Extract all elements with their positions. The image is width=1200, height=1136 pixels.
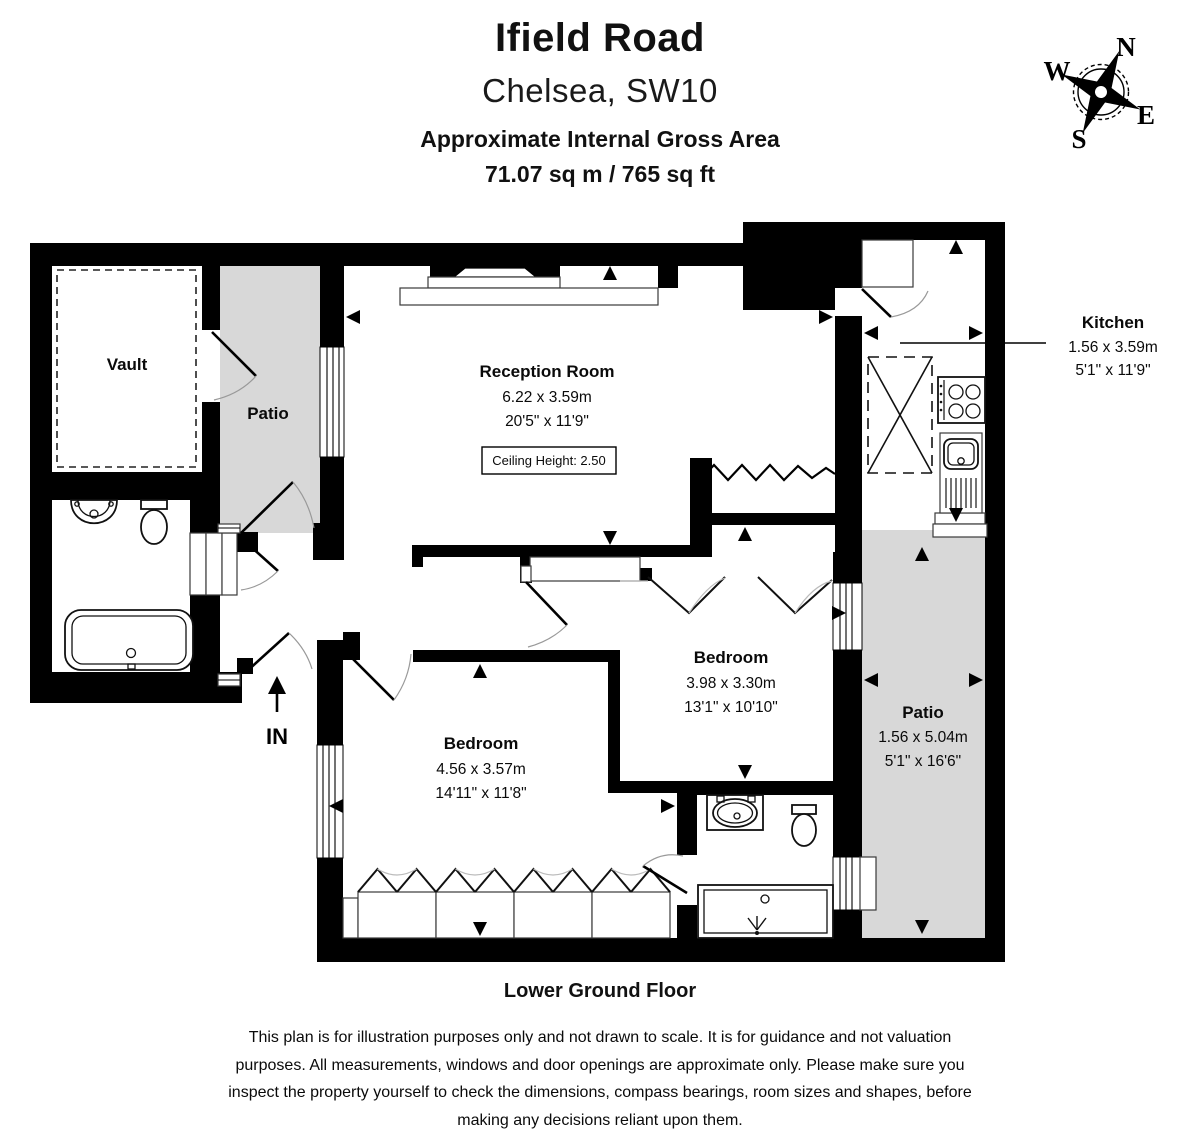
vault-label: Vault [107, 355, 148, 374]
door-entrance [245, 632, 313, 673]
wardrobe-bedroom-left [357, 867, 671, 939]
kitchen-label: Kitchen [1082, 313, 1144, 332]
measure-arrow [949, 240, 963, 254]
entrance-arrow-icon [268, 676, 286, 694]
measure-arrow [738, 527, 752, 541]
compass-e: E [1137, 100, 1155, 130]
door-hall-bedroom-right [525, 581, 568, 648]
shower-tray [697, 884, 834, 939]
measure-arrow [864, 673, 878, 687]
reception-label: Reception Room [479, 362, 614, 381]
floor-name: Lower Ground Floor [503, 980, 697, 1002]
entrance-label: IN [266, 724, 288, 749]
door-patio-hall [240, 481, 315, 534]
bedroom-left-label: Bedroom [444, 734, 519, 753]
measure-arrow [473, 664, 487, 678]
bedroom-left-metric: 4.56 x 3.57m [436, 761, 526, 778]
window-shower-room [832, 856, 877, 911]
bathroom-sink [70, 499, 118, 524]
shower-toilet [791, 804, 817, 847]
patio-right-label: Patio [902, 703, 944, 722]
measurement-arrows [329, 240, 983, 936]
disclaimer: This plan is for illustration purposes o… [228, 1029, 972, 1129]
measure-arrow [949, 508, 963, 522]
windows [316, 346, 877, 911]
kitchen-sink [939, 432, 983, 514]
measure-arrow [603, 266, 617, 280]
measure-arrow [661, 799, 675, 813]
area-value: 71.07 sq m / 765 sq ft [484, 161, 716, 187]
door-shower-room [642, 854, 688, 895]
patio-right-metric: 1.56 x 5.04m [878, 729, 968, 746]
kitchen-imperial: 5'1" x 11'9" [1075, 362, 1150, 379]
patio-left-label: Patio [247, 404, 289, 423]
wardrobe-bedroom-right [620, 576, 833, 615]
measure-arrow [915, 920, 929, 934]
measure-arrow [969, 673, 983, 687]
compass-w: W [1044, 56, 1071, 86]
kitchen-metric: 1.56 x 3.59m [1068, 339, 1158, 356]
door-bedroom-left [347, 653, 412, 701]
measure-arrow [346, 310, 360, 324]
measure-arrow [864, 326, 878, 340]
door-kitchen [861, 288, 929, 318]
measure-arrow [969, 326, 983, 340]
measure-arrow [915, 547, 929, 561]
area-label: Approximate Internal Gross Area [420, 126, 780, 152]
doors [211, 288, 929, 895]
ceiling-height-label: Ceiling Height: 2.50 [492, 453, 605, 468]
fireplace [399, 266, 659, 306]
page-subtitle: Chelsea, SW10 [482, 72, 718, 109]
page-title: Ifield Road [495, 16, 705, 60]
compass-s: S [1071, 124, 1086, 154]
bedroom-left-imperial: 14'11" x 11'8" [435, 785, 526, 802]
ceiling-height-box: Ceiling Height: 2.50 [481, 446, 617, 475]
compass-rose-icon: N W E S [1044, 32, 1156, 154]
measure-arrow [329, 799, 343, 813]
measure-arrow [473, 922, 487, 936]
patio-right-imperial: 5'1" x 16'6" [885, 753, 961, 770]
kitchen-counter [861, 239, 914, 288]
entrance-marker: IN [266, 676, 288, 749]
room-labels: Vault Patio Reception Room 6.22 x 3.59m … [107, 313, 1158, 802]
reception-imperial: 20'5" x 11'9" [505, 413, 589, 430]
measure-arrow [832, 606, 846, 620]
compass-n: N [1116, 32, 1136, 62]
floor-plan: IN Vault Patio Reception Room 6.22 x 3.5… [30, 32, 1158, 962]
measure-arrow [603, 531, 617, 545]
kitchen-hob [937, 376, 986, 424]
measure-arrow [819, 310, 833, 324]
hall-cupboard [529, 556, 641, 582]
bedroom-right-metric: 3.98 x 3.30m [686, 675, 776, 692]
kitchen-appliance [867, 356, 933, 474]
bedroom-right-imperial: 13'1" x 10'10" [684, 699, 778, 716]
wall-break-symbol [699, 463, 836, 482]
shower-sink [706, 794, 764, 831]
bedroom-right-label: Bedroom [694, 648, 769, 667]
measure-arrow [738, 765, 752, 779]
door-bathroom [239, 536, 279, 591]
window-reception-patio [319, 346, 345, 458]
door-vault-patio [211, 331, 257, 401]
reception-metric: 6.22 x 3.59m [502, 389, 592, 406]
toilet [140, 499, 168, 545]
bathroom-cupboard [189, 532, 238, 596]
patio-areas [220, 266, 985, 938]
door-jambs [217, 523, 532, 687]
bathtub [64, 609, 194, 671]
